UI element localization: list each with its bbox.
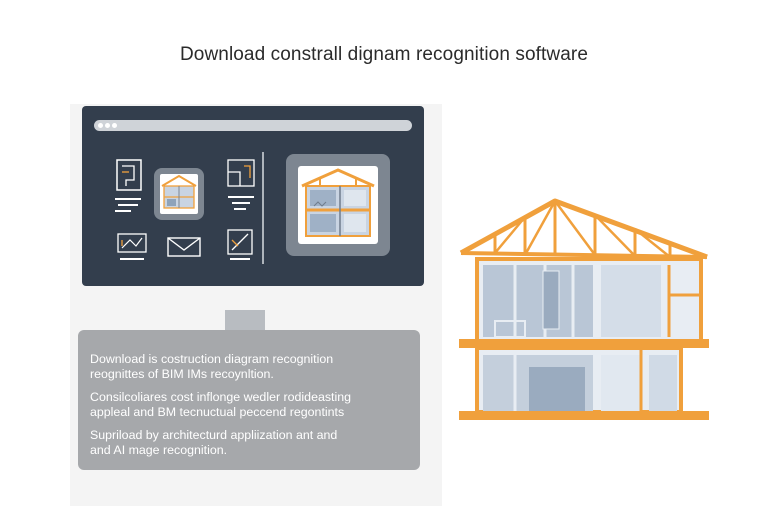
description-paragraph-2: Consilcoliares cost inflonge wedler rodi…: [90, 390, 414, 420]
plan-sketch-thumb[interactable]: [224, 158, 258, 221]
window-dot-icon: [112, 123, 117, 128]
monitor-stand: [225, 310, 265, 330]
window-dot-icon: [98, 123, 103, 128]
description-paragraph-3: Supriload by architecturd appliization a…: [90, 428, 414, 458]
description-line: Download is costruction diagram recognit…: [90, 352, 334, 366]
description-line: appleal and BM tecnuctual peccend regont…: [90, 405, 345, 419]
house-render-preview[interactable]: [286, 154, 390, 256]
plan-document-thumb[interactable]: [112, 158, 146, 221]
house-illustration: [455, 195, 715, 440]
blueprint-thumb[interactable]: [114, 232, 150, 269]
drafting-thumb[interactable]: [222, 226, 258, 269]
window-dot-icon: [105, 123, 110, 128]
description-line: Supriload by architecturd appliization a…: [90, 428, 338, 442]
browser-address-bar[interactable]: [94, 120, 412, 131]
description-line: and AI mage recognition.: [90, 443, 228, 457]
screen-divider: [262, 152, 264, 264]
page-title: Download constrall dignam recognition so…: [179, 44, 589, 65]
house-render-thumb-small[interactable]: [154, 168, 204, 220]
description-panel: Download is costruction diagram recognit…: [78, 330, 420, 470]
description-line: reognittes of BIM IMs recoynltion.: [90, 367, 274, 381]
description-line: Consilcoliares cost inflonge wedler rodi…: [90, 390, 352, 404]
description-paragraph-1: Download is costruction diagram recognit…: [90, 352, 414, 382]
envelope-thumb[interactable]: [164, 234, 204, 267]
monitor-screen: [82, 106, 424, 286]
